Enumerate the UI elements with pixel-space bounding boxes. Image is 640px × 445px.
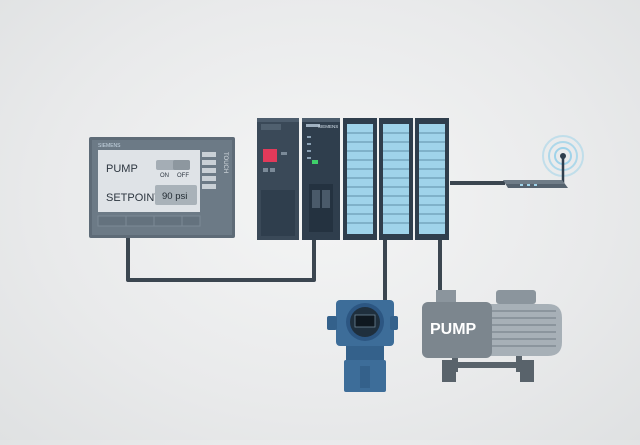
- hmi-brand: SIEMENS: [98, 143, 121, 149]
- cpu-status-leds: [307, 136, 311, 159]
- io-module-1: [343, 118, 377, 240]
- plc-brand: SIEMENS: [318, 124, 338, 129]
- power-indicator: [263, 149, 277, 162]
- pressure-transmitter: [327, 300, 398, 392]
- pump: PUMP: [422, 290, 562, 382]
- hmi-pump-label: PUMP: [106, 163, 138, 175]
- cable-hmi-plc: [126, 238, 316, 282]
- hmi-panel: SIEMENS TOUCH PUMP ON OFF SETPOINT: [89, 137, 235, 238]
- hmi-on-label: ON: [160, 173, 169, 179]
- hmi-side-label: TOUCH: [222, 152, 228, 173]
- plc-cpu: SIEMENS: [302, 118, 340, 240]
- wireless-router: [503, 135, 584, 188]
- hmi-side-keys: [202, 152, 216, 189]
- io-module-2: [379, 118, 413, 240]
- io-module-3: [415, 118, 449, 240]
- hmi-setpoint-label: SETPOINT: [106, 192, 161, 204]
- hmi-setpoint-field[interactable]: 90 psi: [155, 185, 197, 205]
- pump-label: PUMP: [430, 321, 477, 338]
- hmi-on-off-toggle[interactable]: [156, 160, 190, 170]
- hmi-bottom-keys: [97, 215, 201, 227]
- plc-power-supply: [257, 118, 299, 240]
- transmitter-display: [354, 314, 376, 328]
- hmi-setpoint-value: 90 psi: [162, 191, 187, 202]
- hmi-off-label: OFF: [177, 173, 189, 179]
- cables: [126, 181, 505, 300]
